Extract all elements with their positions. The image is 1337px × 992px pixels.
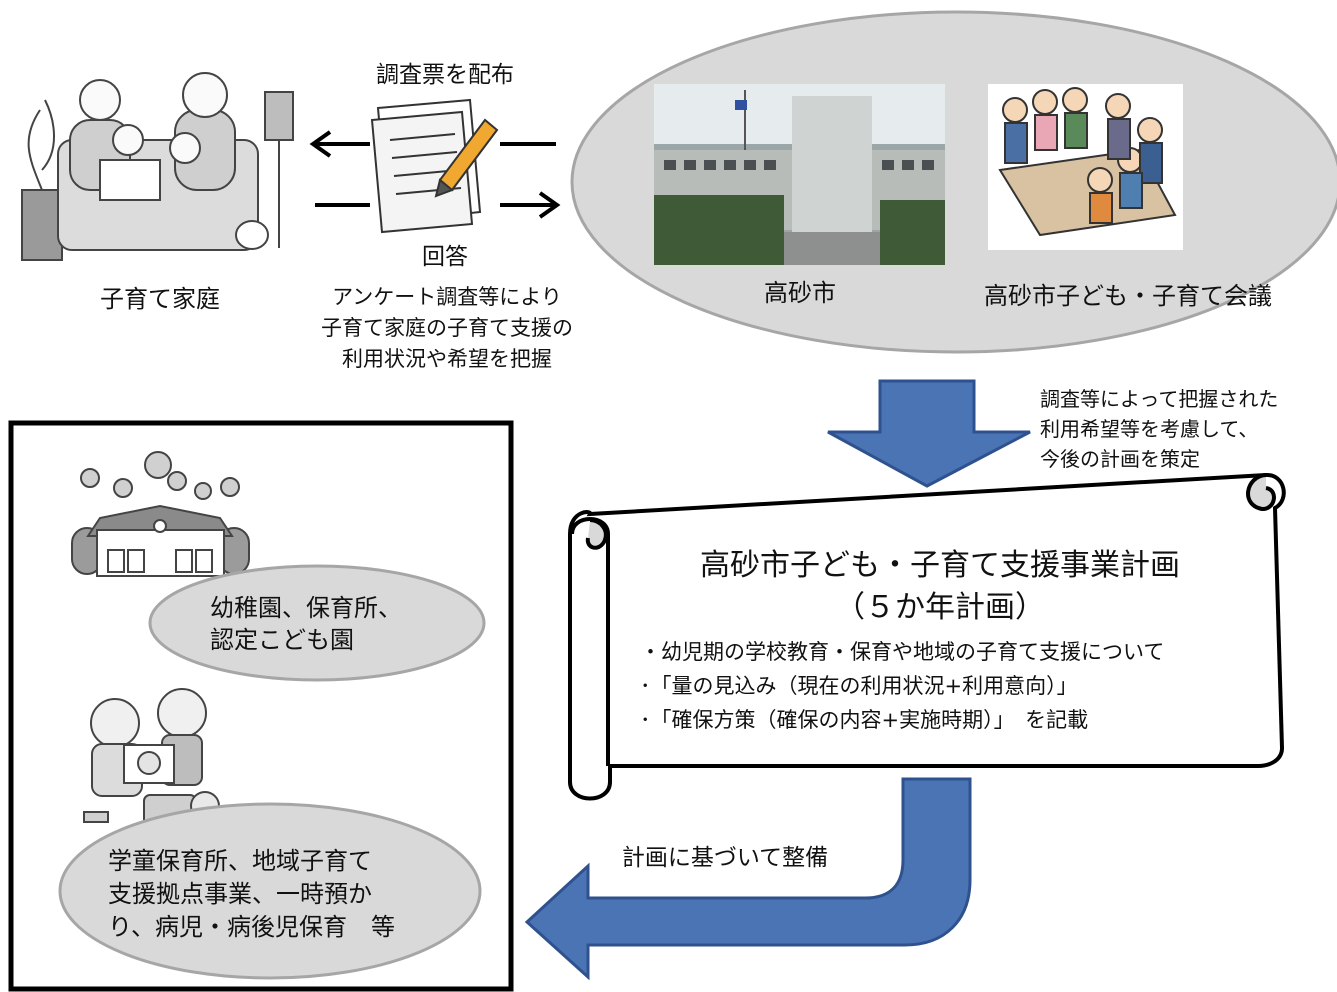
develop-label: 計画に基づいて整備 xyxy=(621,845,829,871)
council-label: 高砂市子ども・子育て会議 xyxy=(984,282,1272,310)
consider-note-line: 調査等によって把握された xyxy=(1040,387,1279,411)
child-support-ellipse xyxy=(58,802,482,980)
survey-note: アンケート調査等により 子育て家庭の子育て支援の 利用状況や希望を把握 xyxy=(282,282,612,375)
facilities-box xyxy=(8,420,514,992)
preschool-label-line: 認定こども園 xyxy=(210,626,354,654)
survey-note-line: 子育て家庭の子育て支援の xyxy=(321,316,573,340)
family-illustration xyxy=(21,72,294,261)
consider-note-line: 今後の計画を策定 xyxy=(1040,447,1200,471)
plan-scroll xyxy=(568,472,1286,801)
plan-bullet: ･「量の見込み（現在の利用状況+利用意向）」 xyxy=(640,674,1078,698)
survey-document-icon xyxy=(370,98,499,234)
city-hall-photo xyxy=(654,84,945,265)
survey-note-line: 利用状況や希望を把握 xyxy=(342,347,552,371)
city-label: 高砂市 xyxy=(764,279,836,307)
distribute-arrow xyxy=(309,130,556,158)
answer-label: 回答 xyxy=(422,244,468,270)
consider-note: 調査等によって把握された 利用希望等を考慮して、 今後の計画を策定 xyxy=(1040,384,1332,474)
develop-arrow xyxy=(524,777,972,981)
meeting-illustration xyxy=(988,84,1183,250)
plan-bullet: ・幼児期の学校教育・保育や地域の子育て支援について xyxy=(640,640,1165,664)
survey-note-line: アンケート調査等により xyxy=(332,285,562,309)
answer-arrow xyxy=(315,191,561,219)
child-support-label-line: 学童保育所、地域子育て xyxy=(108,847,372,875)
plan-bullets: ・幼児期の学校教育・保育や地域の子育て支援について ･「量の見込み（現在の利用状… xyxy=(640,635,1270,737)
plan-title: 高砂市子ども・子育て支援事業計画 xyxy=(700,548,1180,583)
child-support-label-line: 支援拠点事業、一時預か xyxy=(108,880,372,908)
distribute-label: 調査票を配布 xyxy=(376,62,514,88)
child-support-label-line: り、病児・病後児保育 等 xyxy=(108,913,396,941)
plan-bullet: ･「確保方策（確保の内容+実施時期）」 を記載 xyxy=(640,708,1089,732)
child-support-label: 学童保育所、地域子育て 支援拠点事業、一時預か り、病児・病後児保育 等 xyxy=(108,845,438,944)
preschool-label: 幼稚園、保育所、 認定こども園 xyxy=(210,592,430,656)
down-arrow xyxy=(827,379,1031,488)
family-label: 子育て家庭 xyxy=(100,285,220,313)
preschool-label-line: 幼稚園、保育所、 xyxy=(210,594,402,622)
plan-subtitle: （５か年計画） xyxy=(835,590,1045,625)
preschool-illustration xyxy=(71,451,250,577)
children-illustration xyxy=(83,688,220,826)
preschool-ellipse xyxy=(148,564,486,682)
consider-note-line: 利用希望等を考慮して、 xyxy=(1040,417,1259,441)
